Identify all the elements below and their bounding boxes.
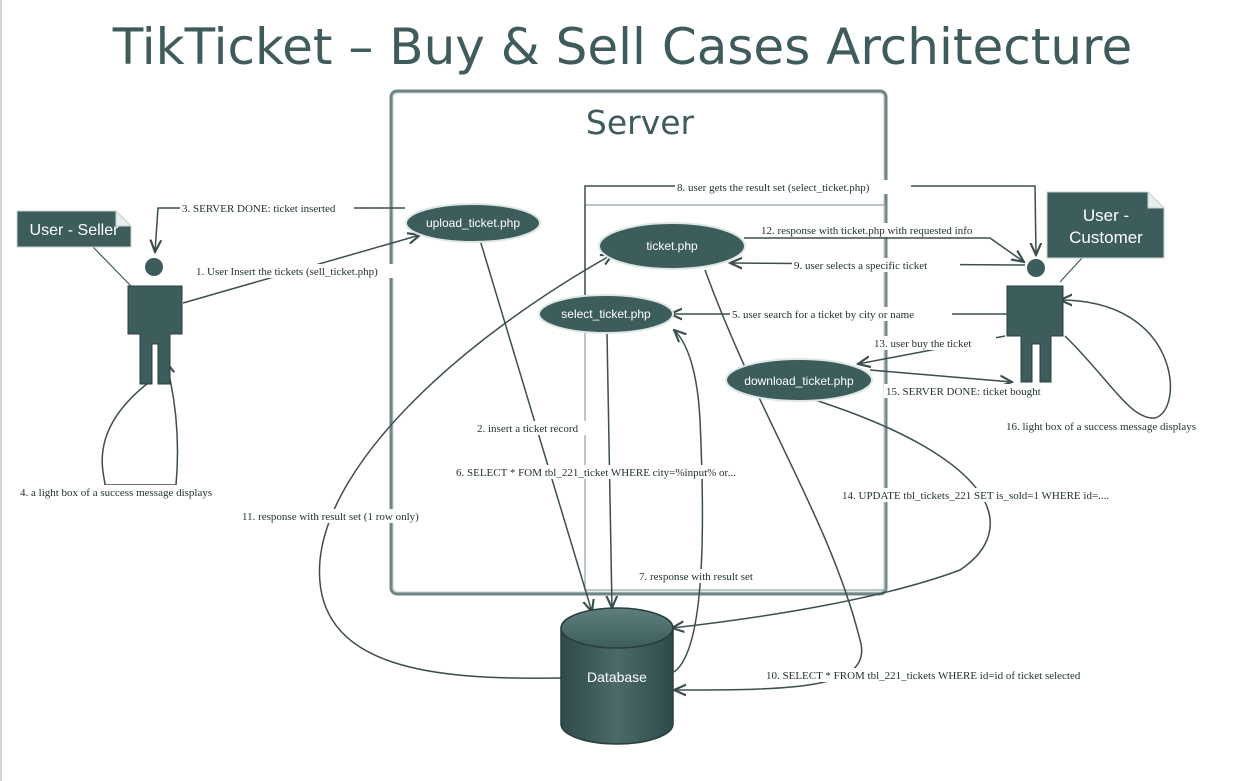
step-6-label: 6. SELECT * FOM tbl_221_ticket WHERE cit… [456,467,736,479]
page-title: TikTicket – Buy & Sell Cases Architectur… [112,18,1133,76]
ticket-php-node: ticket.php [598,222,746,270]
step-4-label: 4. a light box of a success message disp… [20,487,212,499]
customer-label-line2: Customer [1069,228,1143,247]
step-labels: 3. SERVER DONE: ticket inserted 1. User … [18,180,1240,682]
step-16-label: 16. light box of a success message displ… [1006,421,1196,433]
step-7-label: 7. response with result set [639,571,753,583]
customer-label-line1: User - [1083,206,1129,225]
ticket-php-label: ticket.php [646,239,698,253]
step-8-label: 8. user gets the result set (select_tick… [677,182,870,194]
step-11-label: 11. response with result set (1 row only… [242,511,419,523]
step-15-label: 15. SERVER DONE: ticket bought [886,386,1041,398]
edge-step-11 [318,254,613,679]
step-9-label: 9. user selects a specific ticket [794,260,927,272]
seller-note: User - Seller [16,209,133,287]
server-box [389,89,888,596]
seller-person-icon [127,258,183,385]
upload-ticket-node: upload_ticket.php [405,203,541,243]
download-ticket-label: download_ticket.php [744,374,854,388]
step-14-label: 14. UPDATE tbl_tickets_221 SET is_sold=1… [842,490,1109,502]
edge-step-12 [744,237,1024,262]
left-edge-line [0,0,2,781]
select-ticket-label: select_ticket.php [561,307,651,321]
database-label: Database [587,669,647,685]
step-1-label: 1. User Insert the tickets (sell_ticket.… [196,266,378,278]
customer-person-icon [1006,259,1064,383]
step-3-label: 3. SERVER DONE: ticket inserted [182,203,336,215]
step-13-label: 13. user buy the ticket [874,338,971,350]
step-2-label: 2. insert a ticket record [477,423,579,435]
seller-label: User - Seller [30,222,120,239]
select-ticket-node: select_ticket.php [538,294,674,334]
edge-step-16 [1060,300,1172,419]
edge-step-15 [869,369,1012,382]
step-10-label: 10. SELECT * FROM tbl_221_tickets WHERE … [766,670,1081,682]
download-ticket-node: download_ticket.php [725,358,873,402]
edge-step-14 [672,399,991,628]
step-12-label: 12. response with ticket.php with reques… [761,225,973,237]
database-cylinder: Database [560,607,674,745]
upload-ticket-label: upload_ticket.php [426,216,520,230]
server-label: Server [586,103,695,142]
step-5-label: 5. user search for a ticket by city or n… [732,309,914,321]
customer-note: User - Customer [1046,190,1166,283]
